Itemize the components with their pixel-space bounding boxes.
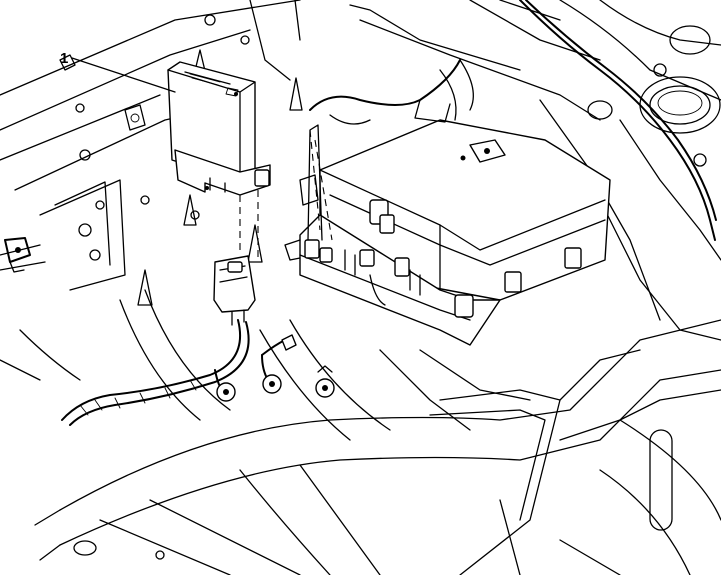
right-wire-harness	[439, 0, 717, 241]
alignment-lines	[239, 129, 333, 262]
connector-harness	[61, 255, 335, 426]
fuse-block	[284, 59, 611, 346]
relay-module	[167, 61, 271, 196]
callout-number: 1	[60, 50, 68, 67]
callout-leader-line	[71, 57, 176, 93]
callout-1: 1	[60, 50, 176, 93]
